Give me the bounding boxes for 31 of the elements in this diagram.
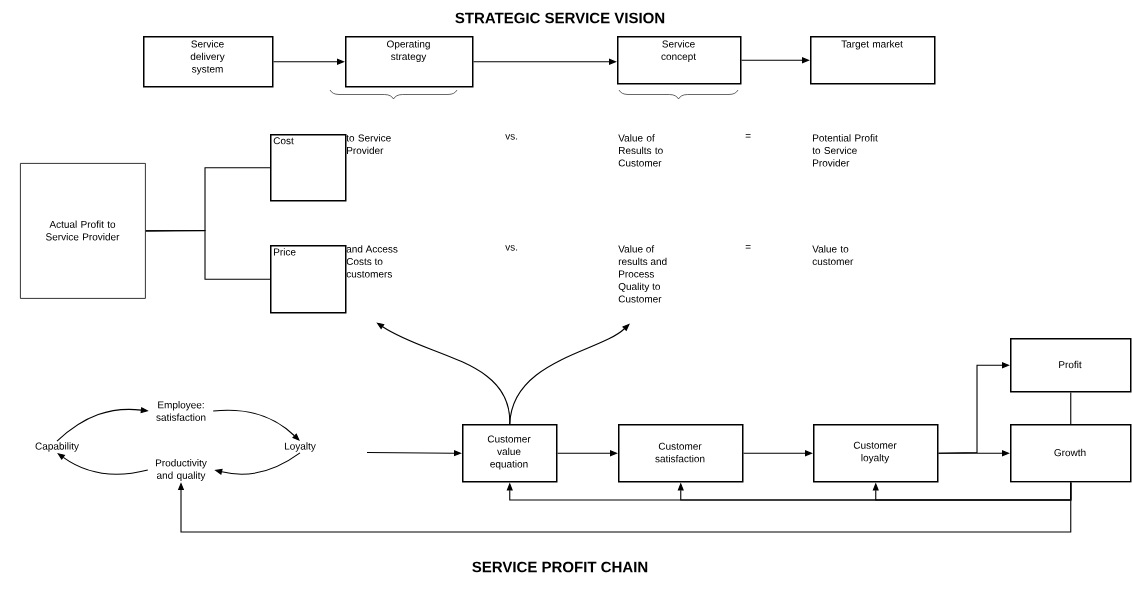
arrow (509, 323, 630, 425)
text-label: Value of Results to Customer (618, 134, 663, 167)
process-box: Price (270, 245, 347, 314)
process-box: Growth (1010, 424, 1132, 483)
text-label: Potential Profit to Service Provider (812, 134, 878, 167)
arrow (872, 481, 1072, 501)
text-label: = (745, 245, 751, 249)
process-box: Profit (1010, 338, 1132, 393)
text-label: to Service Provider (346, 134, 391, 155)
node-label: and Access Costs to customers (346, 245, 398, 278)
node-label: Capability (35, 442, 79, 452)
process-box: Customer value equation (462, 424, 558, 483)
process-box: Customer loyalty (813, 424, 939, 483)
caption: SERVICE PROFIT CHAIN (472, 561, 648, 573)
text-label: vs. (505, 245, 518, 251)
process-box: Service delivery system (143, 36, 274, 88)
arrow (177, 481, 1072, 533)
node-label: Value of results and Process Quality to Customer (618, 245, 667, 303)
process-box: Cost (270, 134, 347, 202)
process-box: Service concept (617, 36, 742, 85)
node-label: Loyalty (285, 442, 316, 452)
process-box: Actual Profit to Service Provider (20, 163, 146, 299)
process-box: Customer satisfaction (618, 424, 744, 483)
node-label: Productivity and quality (156, 459, 207, 481)
node-label: Employee: satisfaction (156, 401, 206, 421)
process-box: Operating strategy (345, 36, 474, 88)
text-label: = (745, 134, 751, 138)
title: STRATEGIC SERVICE VISION (455, 12, 665, 24)
text-label: Value to customer (812, 245, 854, 266)
process-box: Target market (810, 36, 936, 85)
text-label: vs. (505, 134, 518, 140)
